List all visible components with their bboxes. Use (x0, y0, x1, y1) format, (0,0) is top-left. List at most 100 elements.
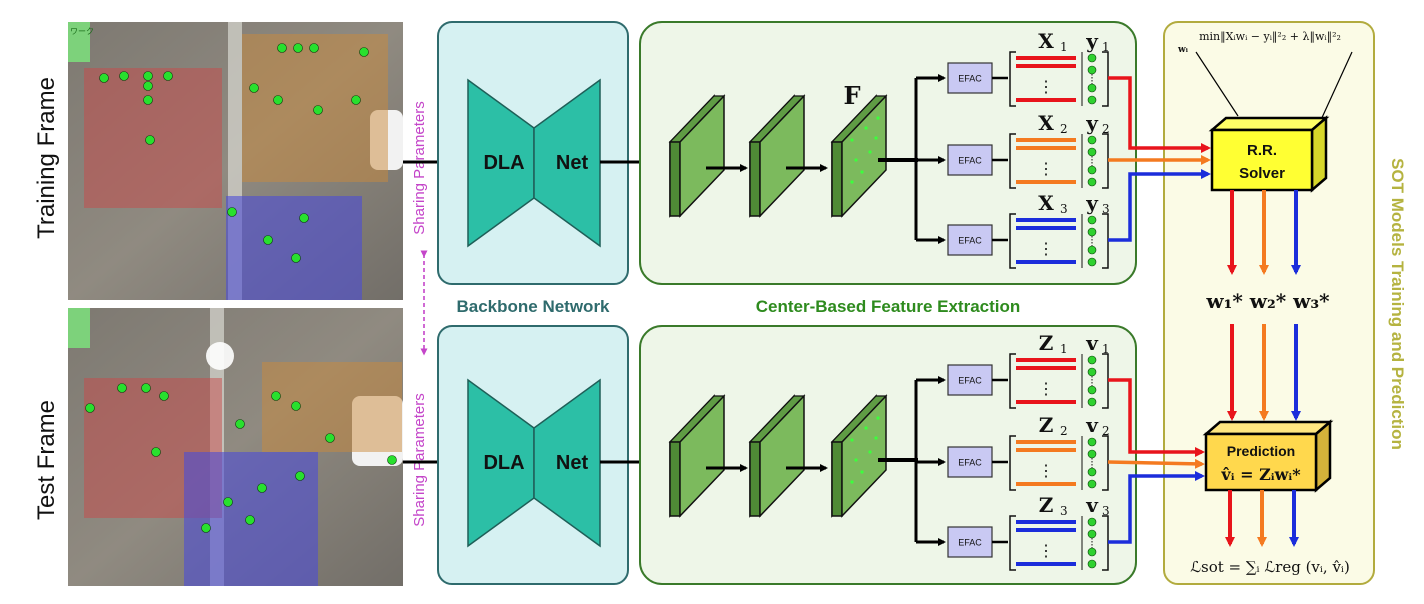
feature-map-1 (668, 94, 726, 218)
image-sign-text: ワーク (70, 27, 94, 36)
dla-label-bottom: DLA (483, 452, 524, 474)
matrix-ellipsis: ⋮ (1038, 463, 1054, 480)
efac-label: EFAC (958, 458, 982, 468)
target-point (1087, 547, 1097, 557)
matrix-left-bracket (1009, 213, 1016, 269)
matrix-left-bracket (1009, 51, 1016, 107)
efac-box (947, 526, 993, 558)
target-vector-subscript: 3 (1102, 504, 1110, 518)
efac-label: EFAC (958, 236, 982, 246)
sharing-parameters-label-bottom: Sharing Parameters (411, 393, 428, 526)
target-point (1087, 517, 1097, 527)
target-point (1087, 135, 1097, 145)
target-vector-label: y (1085, 111, 1099, 135)
feature-extraction-caption: Center-Based Feature Extraction (756, 297, 1021, 316)
center-point (864, 126, 868, 130)
object-center-points (99, 43, 369, 263)
efac-box (947, 62, 993, 94)
center-point (876, 416, 880, 420)
center-point (868, 150, 872, 154)
feature-map-label: F (843, 81, 860, 110)
target-point (1087, 227, 1097, 237)
matrix-ellipsis: ⋮ (1038, 241, 1054, 258)
solver-to-weights-arrows (1227, 190, 1301, 275)
feature-panel-top (639, 21, 1137, 285)
target-point (1087, 397, 1097, 407)
matrix-left-bracket (1009, 435, 1016, 491)
net-label-bottom: Net (556, 452, 589, 474)
feature-matrix-label: X (1038, 191, 1054, 215)
training-frame-image: ワーク (68, 22, 403, 300)
target-point (1087, 437, 1097, 447)
objective-pointer-right (1319, 51, 1353, 123)
test-frame-image (68, 308, 403, 586)
center-point (850, 480, 854, 484)
target-point (1087, 147, 1097, 157)
target-point (1087, 367, 1097, 377)
target-point (1087, 245, 1097, 255)
target-point (1087, 165, 1097, 175)
rr-solver-line1: R.R. (1247, 142, 1277, 159)
efac-box (947, 224, 993, 256)
training-to-solver-arrow (1108, 169, 1211, 242)
prediction-box: Prediction v̂ᵢ = Zᵢwᵢ* (1202, 419, 1334, 493)
target-point (1087, 467, 1097, 477)
feature-map-2 (748, 394, 806, 518)
matrix-ellipsis: ⋮ (1038, 79, 1054, 96)
test-to-prediction-arrow (1108, 378, 1205, 457)
backbone-caption: Backbone Network (456, 297, 610, 316)
test-frame-label: Test Frame (33, 400, 60, 520)
target-point (1087, 559, 1097, 569)
matrix-ellipsis: ⋮ (1038, 161, 1054, 178)
prediction-formula: v̂ᵢ = Zᵢwᵢ* (1220, 465, 1301, 484)
dla-label-top: DLA (483, 152, 524, 174)
center-point (860, 470, 864, 474)
test-to-prediction-arrow (1107, 458, 1205, 469)
center-point (850, 180, 854, 184)
feature-map-3 (830, 94, 888, 218)
dla-net-top: DLA Net (467, 78, 601, 248)
ridge-objective: min‖Xᵢwᵢ − yᵢ‖²₂ + λ‖wᵢ‖²₂ (1199, 30, 1341, 44)
feature-matrix-label: X (1038, 111, 1054, 135)
sot-side-label: SOT Models Training and Prediction (1388, 158, 1407, 450)
training-frame-label: Training Frame (33, 77, 60, 239)
center-point (876, 116, 880, 120)
feature-maps-bottom (668, 394, 918, 518)
target-point (1087, 529, 1097, 539)
efac-label: EFAC (958, 538, 982, 548)
weights-to-prediction-arrows (1227, 324, 1301, 421)
target-vector-subscript: 1 (1102, 342, 1110, 356)
sot-loss: ℒsot = ∑ᵢ ℒreg (vᵢ, v̂ᵢ) (1190, 558, 1350, 576)
matrix-ellipsis: ⋮ (1038, 381, 1054, 398)
target-point (1087, 355, 1097, 365)
center-point (868, 450, 872, 454)
target-point (1087, 215, 1097, 225)
target-vector-label: v (1085, 493, 1099, 517)
feature-matrix-subscript: 3 (1060, 504, 1068, 518)
feature-matrix-label: Z (1039, 493, 1054, 517)
center-point (860, 170, 864, 174)
target-point (1087, 65, 1097, 75)
feature-matrix-subscript: 1 (1060, 342, 1068, 356)
center-point (874, 436, 878, 440)
target-vector-label: v (1085, 413, 1099, 437)
feature-matrix-subscript: 3 (1060, 202, 1068, 216)
target-point (1087, 479, 1097, 489)
target-vector-subscript: 2 (1102, 424, 1110, 438)
feature-matrix-subscript: 2 (1060, 122, 1068, 136)
target-vector-label: y (1085, 191, 1099, 215)
efac-label: EFAC (958, 74, 982, 84)
target-point (1087, 53, 1097, 63)
feature-map-3 (830, 394, 888, 518)
optimal-weights: w₁* w₂* w₃* (1205, 289, 1330, 313)
feature-matrix-label: Z (1039, 331, 1054, 355)
efac-box (947, 364, 993, 396)
efac-label: EFAC (958, 376, 982, 386)
